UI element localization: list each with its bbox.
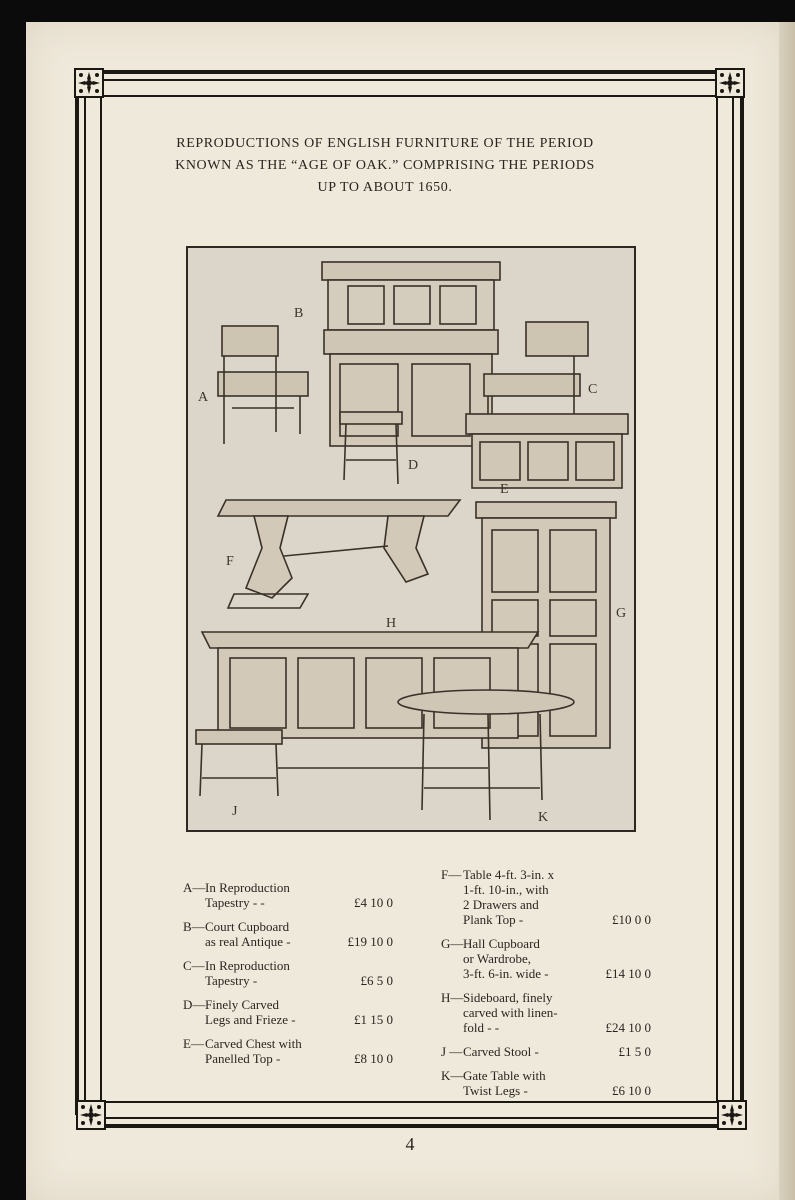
item-description: Carved Stool - (463, 1044, 539, 1059)
frame-left-rule-3 (100, 95, 102, 1103)
item-price: £8 10 0 (354, 1051, 393, 1066)
item-letter: K— (441, 1068, 464, 1083)
frame-top-rule-1 (90, 70, 730, 74)
frame-bottom-rule-3 (90, 1124, 730, 1128)
item-letter: A— (183, 880, 206, 895)
item-description: In Reproduction (205, 958, 290, 973)
item-price: £24 10 0 (605, 1020, 652, 1035)
item-description: In Reproduction (205, 880, 290, 895)
label-g: G (616, 606, 627, 621)
heading-line: UP TO ABOUT 1650. (317, 180, 453, 195)
item-description: Hall Cupboard (463, 936, 540, 951)
page-edge (779, 22, 795, 1200)
item-description: Court Cupboard (205, 919, 290, 934)
item-price: £10 0 0 (612, 912, 651, 927)
label-k: K (538, 810, 549, 825)
label-e: E (500, 482, 509, 497)
frame-top-rule-3 (104, 95, 716, 97)
sideboard-drawing (200, 631, 540, 769)
item-description: or Wardrobe, (463, 951, 532, 966)
heading-line: KNOWN AS THE “AGE OF OAK.” COMPRISING TH… (175, 158, 595, 173)
frame-left-rule-2 (84, 84, 86, 1115)
item-description: as real Antique - (205, 934, 291, 949)
item-letter: H— (441, 990, 464, 1005)
label-d: D (408, 458, 419, 473)
item-description: Table 4-ft. 3-in. x (463, 867, 555, 882)
item-letter: G— (441, 936, 464, 951)
corner-ornament-icon (715, 68, 745, 98)
item-letter: F— (441, 867, 462, 882)
price-list-item: J —Carved Stool - £1 5 0 (441, 1044, 651, 1059)
page-heading: REPRODUCTIONS OF ENGLISH FURNITURE OF TH… (150, 133, 620, 199)
carved-chest-drawing (465, 413, 629, 489)
court-cupboard-drawing (321, 261, 501, 447)
label-f: F (226, 554, 234, 569)
corner-ornament-icon (76, 1100, 106, 1130)
item-description: Panelled Top - (205, 1051, 281, 1066)
heading-line: REPRODUCTIONS OF ENGLISH FURNITURE OF TH… (176, 136, 594, 151)
label-c: C (588, 382, 598, 397)
frame-bottom-rule-1 (104, 1101, 716, 1103)
item-description: Legs and Frieze - (205, 1012, 296, 1027)
stool-drawing (339, 411, 403, 485)
item-description: 3-ft. 6-in. wide - (463, 966, 549, 981)
item-price: £1 15 0 (354, 1012, 393, 1027)
item-letter: E— (183, 1036, 204, 1051)
carved-stool-drawing (195, 729, 283, 797)
item-description: Tapestry - (205, 973, 258, 988)
item-letter: D— (183, 997, 206, 1012)
label-a: A (198, 390, 209, 405)
frame-right-rule-3 (740, 84, 744, 1115)
item-description: 2 Drawers and (463, 897, 539, 912)
frame-bottom-rule-2 (90, 1117, 730, 1119)
item-letter: C— (183, 958, 205, 973)
item-description: Tapestry - - (205, 895, 265, 910)
item-price: £6 5 0 (360, 973, 394, 988)
item-price: £6 10 0 (612, 1083, 651, 1098)
refectory-table-drawing (216, 499, 462, 609)
label-h: H (386, 616, 397, 631)
corner-ornament-icon (74, 68, 104, 98)
side-chair-drawing (217, 325, 309, 444)
frame-right-rule-2 (732, 84, 734, 1115)
item-description: Finely Carved (205, 997, 280, 1012)
item-description: Plank Top - (463, 912, 524, 927)
page-number: 4 (405, 1134, 415, 1154)
armchair-drawing (483, 321, 589, 422)
gate-table-drawing (397, 689, 575, 821)
label-j: J (232, 804, 238, 819)
corner-ornament-icon (717, 1100, 747, 1130)
frame-top-rule-2 (90, 79, 730, 81)
furniture-illustration: A B C D E F G H J K (186, 246, 636, 832)
item-price: £19 10 0 (347, 934, 394, 949)
item-price: £14 10 0 (605, 966, 652, 981)
item-description: carved with linen- (463, 1005, 558, 1020)
frame-right-rule-1 (716, 95, 718, 1103)
item-description: Gate Table with (463, 1068, 546, 1083)
label-b: B (294, 306, 304, 321)
item-price: £1 5 0 (618, 1044, 652, 1059)
item-description: fold - - (463, 1020, 500, 1035)
item-description: 1-ft. 10-in., with (463, 882, 549, 897)
item-description: Twist Legs - (463, 1083, 528, 1098)
item-letter: B— (183, 919, 205, 934)
item-description: Carved Chest with (205, 1036, 302, 1051)
item-letter: J — (441, 1044, 463, 1059)
item-price: £4 10 0 (354, 895, 393, 910)
item-description: Sideboard, finely (463, 990, 553, 1005)
frame-left-rule-1 (75, 84, 79, 1115)
